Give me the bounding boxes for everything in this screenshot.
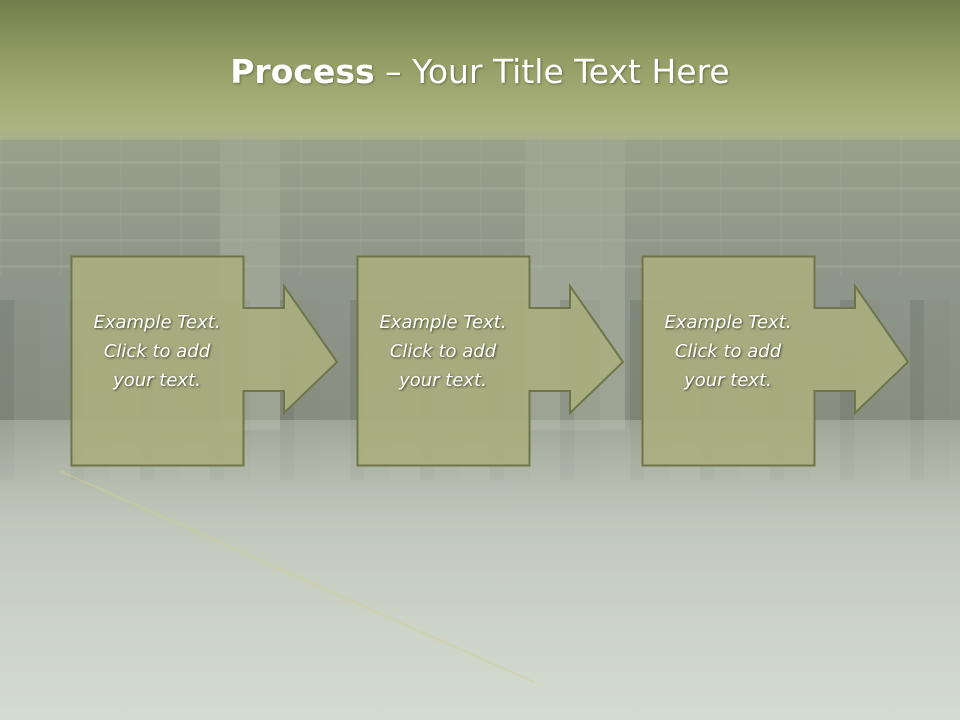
slide-title[interactable]: Process – Your Title Text Here bbox=[0, 52, 960, 91]
step-text-line: your text. bbox=[113, 370, 201, 391]
step-text-line: Example Text. bbox=[93, 312, 221, 333]
ceiling-beams bbox=[0, 135, 960, 275]
process-step-1[interactable]: Example Text. Click to add your text. bbox=[70, 255, 339, 467]
arrow-box-shape bbox=[356, 255, 625, 467]
step-text-line: your text. bbox=[399, 370, 487, 391]
floor bbox=[0, 420, 960, 720]
step-text-line: Click to add bbox=[103, 341, 211, 362]
title-bold: Process bbox=[230, 52, 375, 91]
title-rest: – Your Title Text Here bbox=[374, 52, 730, 91]
step-text[interactable]: Example Text. Click to add your text. bbox=[77, 308, 237, 395]
step-text-line: your text. bbox=[684, 370, 772, 391]
title-band bbox=[0, 0, 960, 140]
step-text-line: Example Text. bbox=[379, 312, 507, 333]
arrow-box-shape bbox=[70, 255, 339, 467]
process-step-3[interactable]: Example Text. Click to add your text. bbox=[641, 255, 910, 467]
process-step-2[interactable]: Example Text. Click to add your text. bbox=[356, 255, 625, 467]
step-text-line: Click to add bbox=[389, 341, 497, 362]
step-text[interactable]: Example Text. Click to add your text. bbox=[363, 308, 523, 395]
step-text-line: Example Text. bbox=[664, 312, 792, 333]
step-text-line: Click to add bbox=[674, 341, 782, 362]
arrow-box-shape bbox=[641, 255, 910, 467]
step-text[interactable]: Example Text. Click to add your text. bbox=[648, 308, 808, 395]
